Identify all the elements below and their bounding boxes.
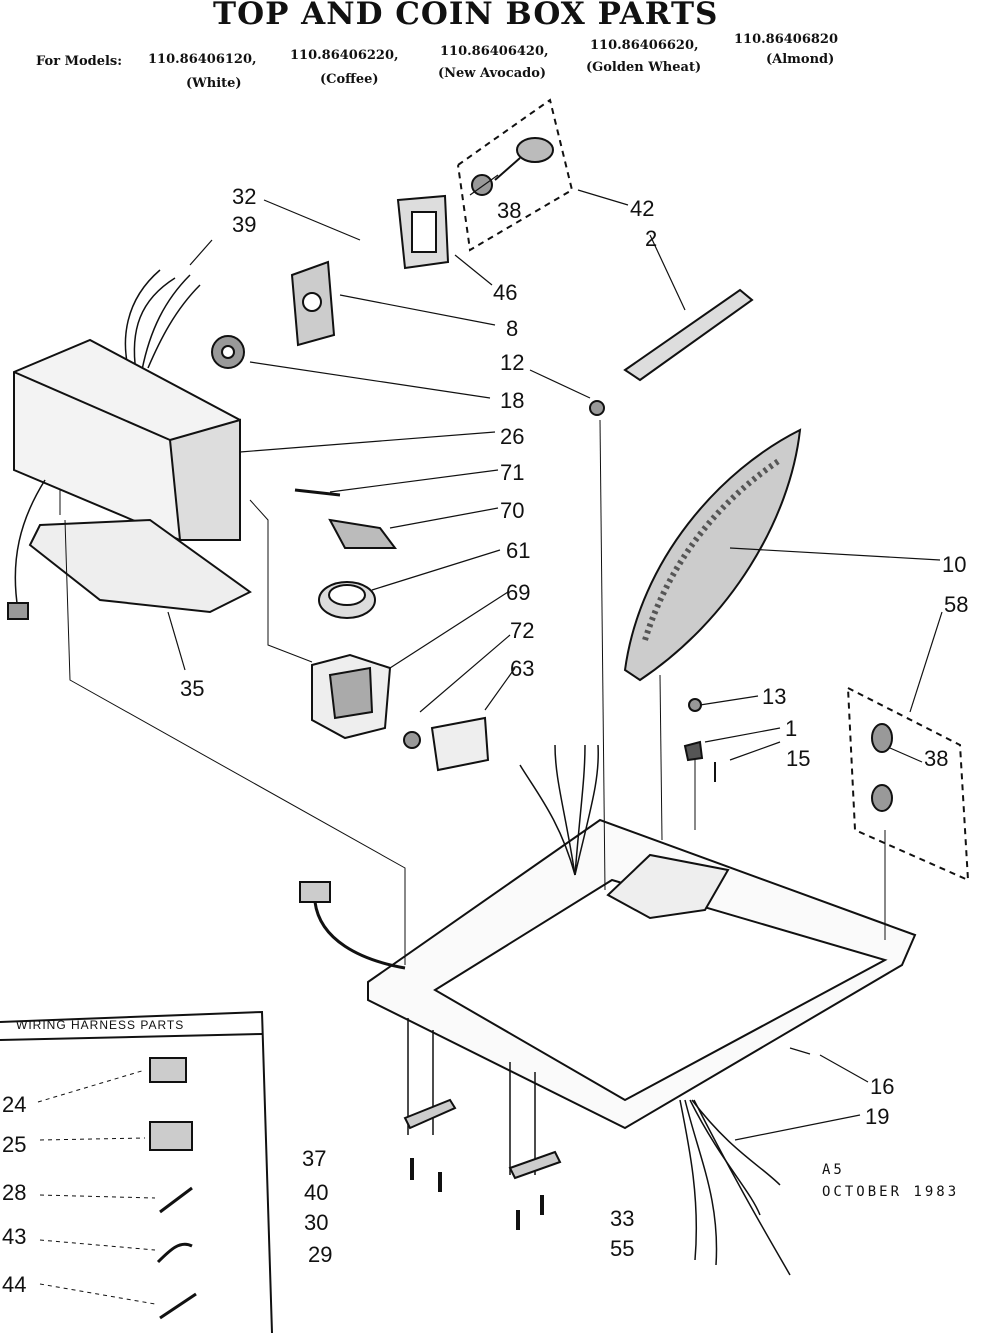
leader-lines <box>167 174 943 1141</box>
callout-12: 12 <box>500 350 525 375</box>
callout-72: 72 <box>510 618 535 643</box>
callout-43: 43 <box>2 1224 27 1249</box>
callout-58: 58 <box>944 592 969 617</box>
callout-44: 44 <box>2 1272 27 1297</box>
model-color-1: (White) <box>186 76 242 91</box>
callout-25: 25 <box>2 1132 27 1157</box>
callout-18: 18 <box>500 388 525 413</box>
bracket-46 <box>396 194 450 270</box>
callout-15: 15 <box>786 746 811 771</box>
wiring-harness-box <box>0 1010 273 1333</box>
dashed-leaders <box>37 1069 156 1305</box>
key-38-upper <box>471 137 554 196</box>
callout-28: 28 <box>2 1180 27 1205</box>
mounting-plate-35 <box>7 479 252 620</box>
top-panel-16 <box>367 818 917 1130</box>
part-12 <box>589 400 605 416</box>
callout-61: 61 <box>506 538 531 563</box>
callout-63: 63 <box>510 656 535 681</box>
callout-46: 46 <box>493 280 518 305</box>
diagram-title: TOP AND COIN BOX PARTS <box>213 0 719 32</box>
callout-2: 2 <box>645 226 658 251</box>
callout-37: 37 <box>302 1146 327 1171</box>
diagram-header: TOP AND COIN BOX PARTS For Models: 110.8… <box>0 0 1000 100</box>
model-number-4: 110.86406620, <box>590 38 699 53</box>
callout-71: 71 <box>500 460 525 485</box>
callout-19: 19 <box>865 1104 890 1129</box>
harness-parts-icons <box>149 1057 197 1320</box>
model-number-2: 110.86406220, <box>290 48 399 63</box>
callout-38-upper: 38 <box>497 198 522 223</box>
wire-bundle-19 <box>679 1099 791 1276</box>
callout-70: 70 <box>500 498 525 523</box>
callout-42: 42 <box>630 196 655 221</box>
coin-parts <box>294 488 490 772</box>
callout-55: 55 <box>610 1236 635 1261</box>
callout-24: 24 <box>2 1092 27 1117</box>
model-color-2: (Coffee) <box>320 72 379 87</box>
model-color-3: (New Avocado) <box>438 66 547 81</box>
callout-32: 32 <box>232 184 257 209</box>
callout-35: 35 <box>180 676 205 701</box>
callout-39: 39 <box>232 212 257 237</box>
part-2 <box>623 288 754 382</box>
control-housing-26 <box>13 338 241 541</box>
callout-33: 33 <box>610 1206 635 1231</box>
callout-30: 30 <box>304 1210 329 1235</box>
callout-13: 13 <box>762 684 787 709</box>
construction-lines <box>59 419 886 965</box>
wire-bundle-39 <box>124 269 201 376</box>
callout-69: 69 <box>506 580 531 605</box>
callout-40: 40 <box>304 1180 329 1205</box>
lock-assembly-box-58 <box>847 687 970 882</box>
model-number-3: 110.86406420, <box>440 44 549 59</box>
callout-26: 26 <box>500 424 525 449</box>
callout-10: 10 <box>942 552 967 577</box>
callout-8: 8 <box>506 316 519 341</box>
model-number-1: 110.86406120, <box>148 52 257 67</box>
wiring-harness-title: WIRING HARNESS PARTS <box>16 1018 185 1032</box>
model-color-4: (Golden Wheat) <box>586 60 702 75</box>
switch-8 <box>290 260 336 347</box>
harness-left <box>299 881 406 970</box>
clips-bottom <box>403 1098 562 1230</box>
model-number-5: 110.86406820 <box>734 32 839 47</box>
callout-1: 1 <box>785 716 798 741</box>
timer-18 <box>211 335 245 369</box>
wire-bundle-upper <box>519 744 600 876</box>
callout-29: 29 <box>308 1242 333 1267</box>
callout-38-lower: 38 <box>924 746 949 771</box>
callout-16: 16 <box>870 1074 895 1099</box>
model-color-5: (Almond) <box>766 52 835 67</box>
console-panel-10 <box>623 428 802 682</box>
revision-code: A5 <box>822 1162 845 1178</box>
revision-date: OCTOBER 1983 <box>822 1184 960 1200</box>
key-38-lower <box>871 723 893 812</box>
models-prefix: For Models: <box>36 54 123 69</box>
lock-assembly-box <box>457 98 574 252</box>
